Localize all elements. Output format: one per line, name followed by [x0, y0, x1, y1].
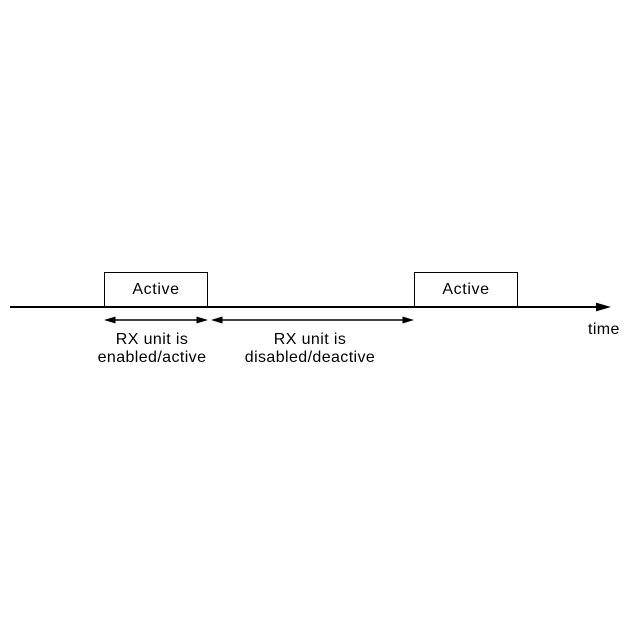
interval-label-enabled: RX unit is enabled/active [62, 331, 242, 367]
active-pulse-box-1: Active [104, 272, 208, 307]
interval-label-disabled: RX unit is disabled/deactive [220, 331, 400, 367]
active-pulse-label-1: Active [132, 280, 180, 298]
interval-label-enabled-line2: enabled/active [97, 349, 207, 366]
interval-arrow-enabled-icon [104, 316, 208, 324]
time-axis-arrowhead-icon [596, 302, 611, 312]
interval-label-enabled-line1: RX unit is [115, 331, 189, 348]
time-axis-label: time [588, 321, 620, 338]
active-pulse-box-2: Active [414, 272, 518, 307]
interval-arrow-disabled-icon [211, 316, 414, 324]
interval-label-disabled-line2: disabled/deactive [244, 349, 376, 366]
active-pulse-label-2: Active [442, 280, 490, 298]
interval-label-disabled-line1: RX unit is [273, 331, 347, 348]
